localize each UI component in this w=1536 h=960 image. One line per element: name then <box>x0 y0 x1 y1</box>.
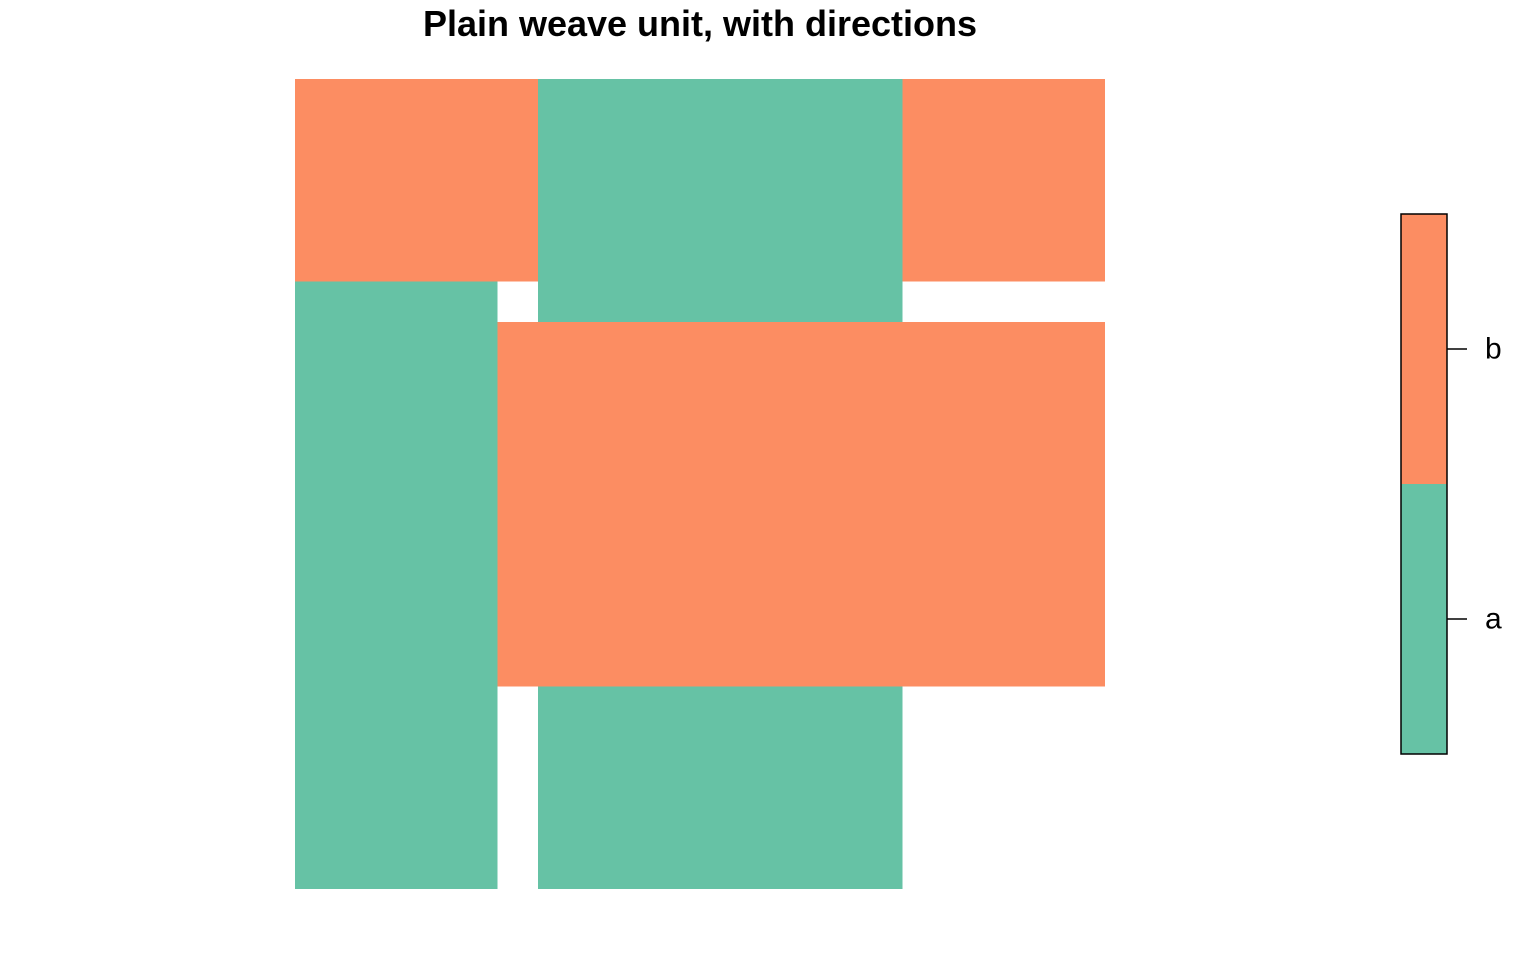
color-legend: ab <box>1400 213 1502 755</box>
legend-label-b: b <box>1485 333 1502 366</box>
heatmap-cell-a <box>295 322 498 646</box>
heatmap-cell-b <box>902 646 1105 687</box>
heatmap-cell-b <box>497 79 538 282</box>
heatmap-cell-b <box>497 646 538 687</box>
heatmap-cell-a <box>862 79 903 282</box>
heatmap-cell-b <box>902 79 1105 282</box>
heatmap-cell-b <box>862 646 903 687</box>
heatmap-cell-empty <box>902 686 1105 889</box>
heatmap-cell-a <box>538 281 862 322</box>
heatmap-cell-b <box>538 646 862 687</box>
heatmap-cell-empty <box>497 281 538 322</box>
heatmap-cell-b <box>497 322 538 646</box>
heatmap-cell-b <box>902 322 1105 646</box>
heatmap-cell-a <box>295 281 498 322</box>
heatmap-cell-a <box>538 79 862 282</box>
heatmap-cell-b <box>862 322 903 646</box>
legend-label-a: a <box>1485 603 1502 636</box>
legend-border <box>1400 213 1448 755</box>
heatmap-cell-b <box>538 322 862 646</box>
heatmap-cell-b <box>295 79 498 282</box>
chart-title: Plain weave unit, with directions <box>422 3 978 44</box>
heatmap-cell-empty <box>902 281 1105 322</box>
heatmap-cell-a <box>295 686 498 889</box>
heatmap-cell-a <box>862 281 903 322</box>
legend-swatch-b <box>1401 214 1447 484</box>
legend-swatch-a <box>1401 484 1447 754</box>
heatmap-cell-a <box>538 686 862 889</box>
heatmap-cell-a <box>862 686 903 889</box>
heatmap-cell-empty <box>497 686 538 889</box>
heatmap-cell-a <box>295 646 498 687</box>
heatmap-cells <box>295 79 1105 889</box>
